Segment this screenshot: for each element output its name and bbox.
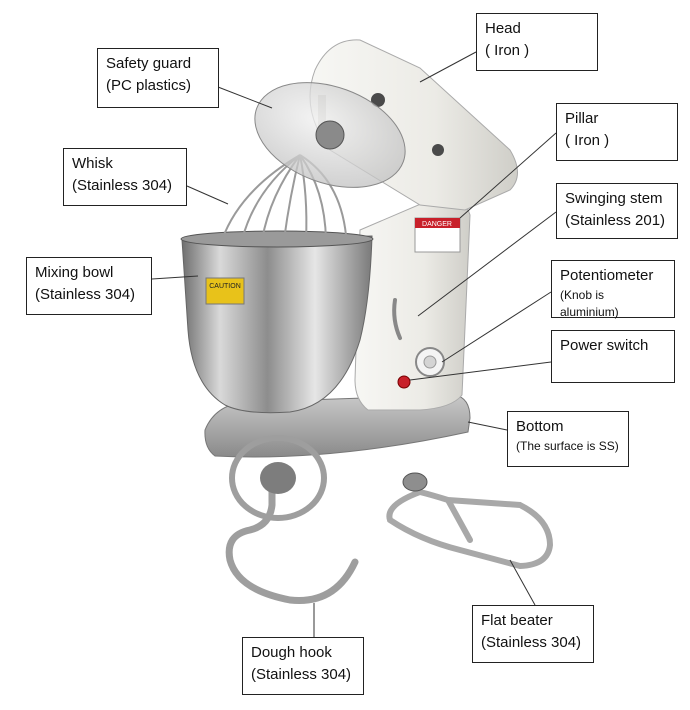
flat-beater (386, 488, 554, 570)
label-head-material: ( Iron ) (485, 41, 530, 59)
label-safety-guard-material: (PC plastics) (106, 76, 192, 94)
label-potentiometer-material: (Knob is aluminium) (560, 287, 619, 320)
label-swinging-stem: Swinging stem (Stainless 201) (556, 183, 678, 239)
label-safety-guard: Safety guard (PC plastics) (97, 48, 219, 108)
label-flat-beater-name: Flat beater (481, 612, 553, 629)
label-mixing-bowl: Mixing bowl (Stainless 304) (26, 257, 152, 315)
leader-lines (151, 51, 557, 637)
label-whisk-material: (Stainless 304) (72, 176, 173, 194)
label-bottom-name: Bottom (516, 418, 564, 435)
label-whisk-name: Whisk (72, 155, 113, 172)
label-dough-hook: Dough hook (Stainless 304) (242, 637, 364, 695)
label-whisk: Whisk (Stainless 304) (63, 148, 187, 206)
label-bottom-material: (The surface is SS) (516, 438, 619, 453)
power-switch-button (397, 375, 411, 389)
label-dough-hook-material: (Stainless 304) (251, 665, 352, 683)
bowl-rim (180, 230, 374, 248)
caution-label: CAUTION (209, 283, 241, 290)
label-power-switch-name: Power switch (560, 337, 649, 354)
label-head: Head ( Iron ) (476, 13, 598, 71)
label-mixing-bowl-name: Mixing bowl (35, 264, 114, 281)
label-swinging-stem-name: Swinging stem (565, 190, 663, 207)
caution-sticker (205, 277, 245, 305)
label-swinging-stem-material: (Stainless 201) (565, 211, 666, 229)
head-badge-2 (432, 144, 444, 156)
head-badge (371, 93, 385, 107)
label-mixing-bowl-material: (Stainless 304) (35, 285, 136, 303)
label-flat-beater-material: (Stainless 304) (481, 633, 582, 651)
label-power-switch: Power switch (551, 330, 675, 383)
label-dough-hook-name: Dough hook (251, 644, 332, 661)
label-pillar-name: Pillar (565, 110, 599, 127)
label-pillar-material: ( Iron ) (565, 131, 610, 149)
label-safety-guard-name: Safety guard (106, 55, 192, 72)
label-potentiometer-name: Potentiometer (560, 267, 654, 284)
label-bottom: Bottom (The surface is SS) (507, 411, 629, 467)
swinging-stem-lever (392, 298, 402, 340)
label-flat-beater: Flat beater (Stainless 304) (472, 605, 594, 663)
mixing-bowl (181, 235, 373, 414)
label-pillar: Pillar ( Iron ) (556, 103, 678, 161)
dough-hook (225, 435, 359, 605)
danger-label: DANGER (422, 221, 452, 228)
label-potentiometer: Potentiometer (Knob is aluminium) (551, 260, 675, 319)
label-head-name: Head (485, 20, 521, 37)
